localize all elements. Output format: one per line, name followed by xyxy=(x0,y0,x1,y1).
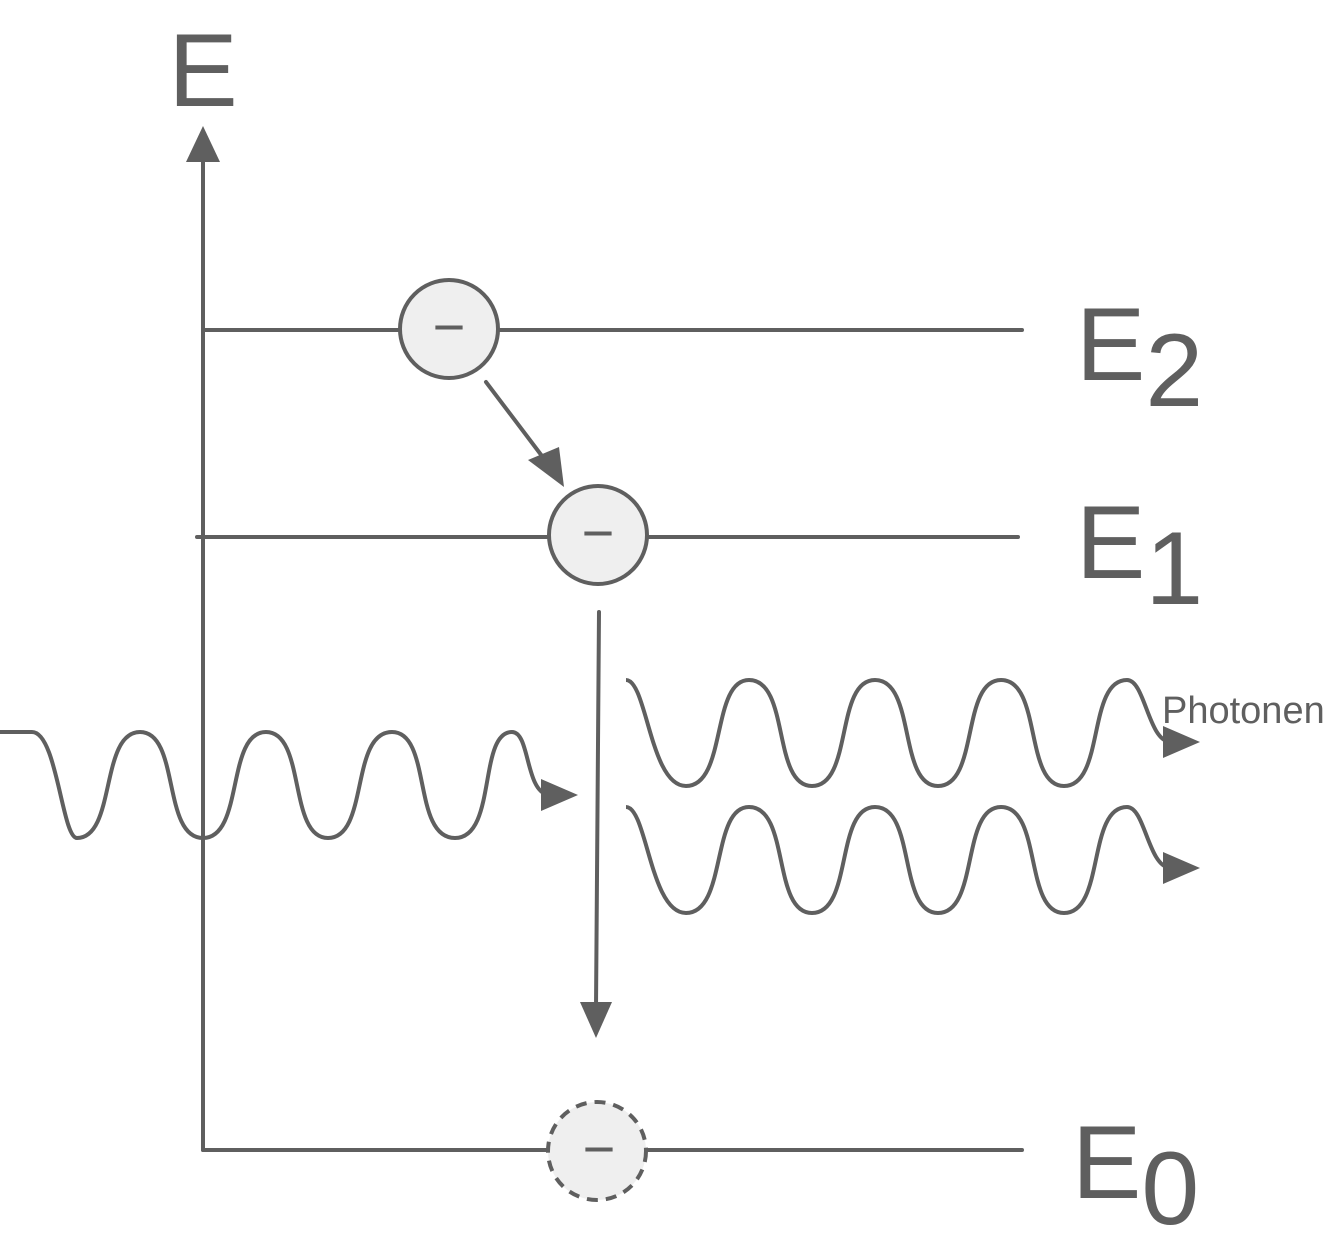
outgoing-photon-wave-1 xyxy=(625,678,1171,788)
incoming-photon-wave xyxy=(0,730,549,840)
electron-e2: − xyxy=(398,278,500,380)
level-e1-label: E1 xyxy=(1076,485,1203,627)
transition-arrowhead-e2-e1 xyxy=(528,447,564,487)
energy-axis-label: E xyxy=(168,13,237,129)
electron-e1: − xyxy=(547,484,649,586)
outgoing-photon-arrowhead-1 xyxy=(1163,726,1200,758)
transition-arrow-e2-e1 xyxy=(484,380,550,466)
photon-label: Photonen xyxy=(1162,690,1325,732)
electron-e0-dashed: − xyxy=(546,1100,648,1202)
level-e2-label: E2 xyxy=(1076,287,1203,429)
energy-axis-arrowhead xyxy=(186,126,220,162)
electron-e0-symbol: − xyxy=(583,1117,616,1180)
outgoing-photon-arrowhead-2 xyxy=(1163,852,1200,884)
outgoing-photon-wave-2 xyxy=(625,805,1171,915)
electron-e1-symbol: − xyxy=(582,501,615,564)
transition-arrowhead-e1-e0 xyxy=(580,1002,612,1038)
level-e0-label: E0 xyxy=(1072,1105,1199,1247)
electron-e2-symbol: − xyxy=(433,295,466,358)
transition-arrow-e1-e0 xyxy=(594,610,601,1010)
incoming-photon-arrowhead xyxy=(541,779,578,811)
